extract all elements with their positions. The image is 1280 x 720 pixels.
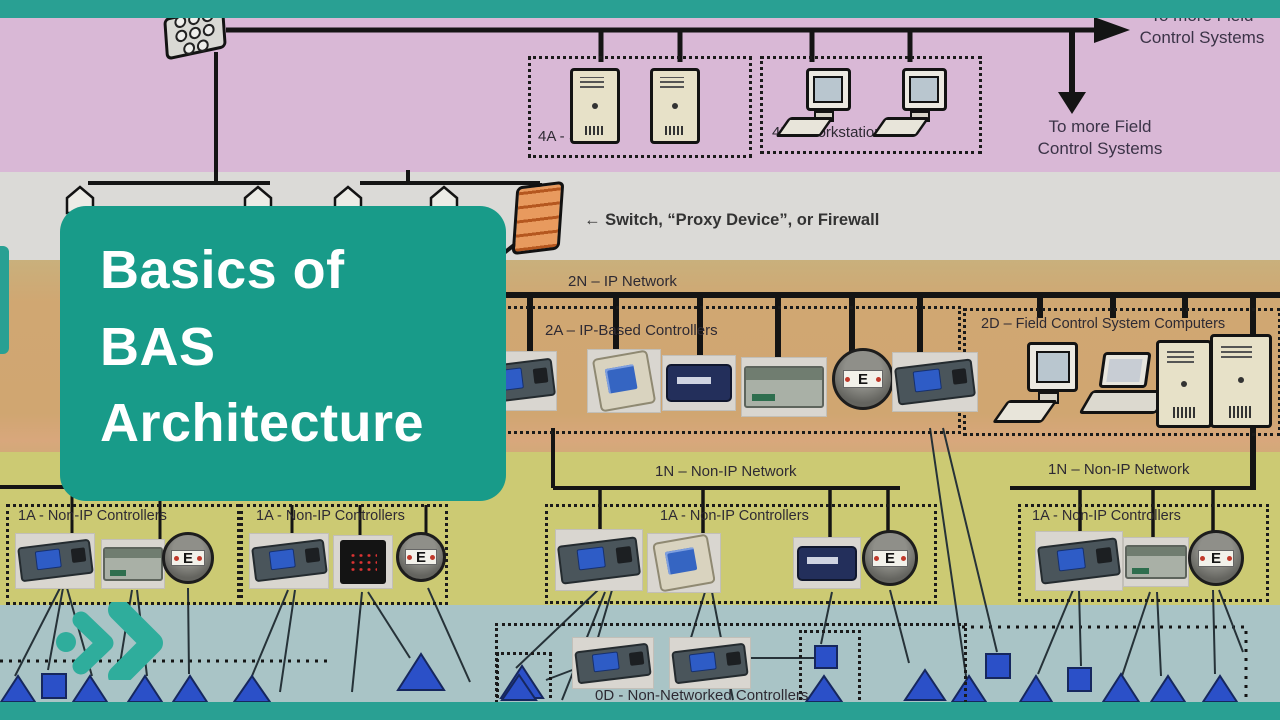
touch-panel-controller-icon [648,533,720,593]
more-field-systems-down: To more Field Control Systems [1037,117,1163,159]
controller-box-icon [663,356,735,410]
server-tower-icon [650,68,700,144]
touch-panel-controller-icon [588,349,660,413]
servers-group-box [528,56,752,158]
controller-box-icon [794,538,860,588]
non-networked-label: 0D - Non-Networked Controllers [595,687,809,704]
fcs-computers-label: 2D – Field Control System Computers [981,316,1226,332]
din-rail-controller-icon [102,540,164,588]
fcs-tower-icon [1210,334,1272,428]
bottom-teal-bar [0,702,1280,720]
electric-meter-icon: E [396,532,446,582]
firewall-icon [511,180,565,256]
nonip-board-icon [16,534,94,588]
electric-meter-icon: E [162,532,214,584]
workstation-icon [774,68,852,140]
nonip-board-icon [250,534,328,588]
din-rail-controller-icon [1124,538,1188,586]
electric-meter-icon: E [1188,530,1244,586]
left-arrow-icon: ← [584,211,601,229]
title-line-1: Basics of [100,240,345,300]
nonip-label-2: 1A - Non-IP Controllers [256,508,405,524]
nonip-controllers-box-3 [545,504,937,604]
fcs-tower-icon [1156,340,1212,428]
black-panel-controller-icon [334,536,392,588]
field-sensor-subbox-left [496,652,552,706]
l1-network-label-right: 1N – Non-IP Network [1048,461,1190,478]
nonip-board-icon [1036,532,1122,590]
server-tower-icon [570,68,620,144]
title-line-2: BAS [100,316,216,377]
logo-chevron-small [72,611,114,675]
nonip-controllers-box-4 [1018,504,1269,602]
nonip-board-icon [556,530,642,590]
electric-meter-icon: E [862,530,918,586]
nonip-label-3: 1A - Non-IP Controllers [660,508,809,524]
workstation-icon [870,68,948,140]
nonip-label-1: 1A - Non-IP Controllers [18,508,167,524]
non-networked-board-icon [670,638,750,688]
din-rail-controller-icon [742,358,826,416]
nonip-controllers-box-2 [240,504,448,605]
teal-edge-accent [0,246,9,354]
title-card: Basics of BAS Architecture [60,206,506,501]
fcs-laptop-icon [1077,352,1171,418]
title-line-3: Architecture [100,393,425,454]
l2-network-label: 2N – IP Network [568,273,677,290]
fcs-desktop-icon [992,342,1080,426]
logo-dot [56,632,76,652]
ip-controller-board-icon [893,353,977,411]
ip-controllers-label: 2A – IP-Based Controllers [545,322,718,339]
workstations-group-box [760,56,982,154]
brand-chevron-logo [56,602,163,680]
electric-meter-icon: E [832,348,894,410]
switch-proxy-firewall-label: ← Switch, “Proxy Device”, or Firewall [584,211,880,229]
non-networked-board-icon [573,638,653,688]
logo-chevron-large [108,602,163,680]
l1-network-label-mid: 1N – Non-IP Network [655,463,797,480]
nonip-label-4: 1A - Non-IP Controllers [1032,508,1181,524]
top-teal-bar [0,0,1280,18]
